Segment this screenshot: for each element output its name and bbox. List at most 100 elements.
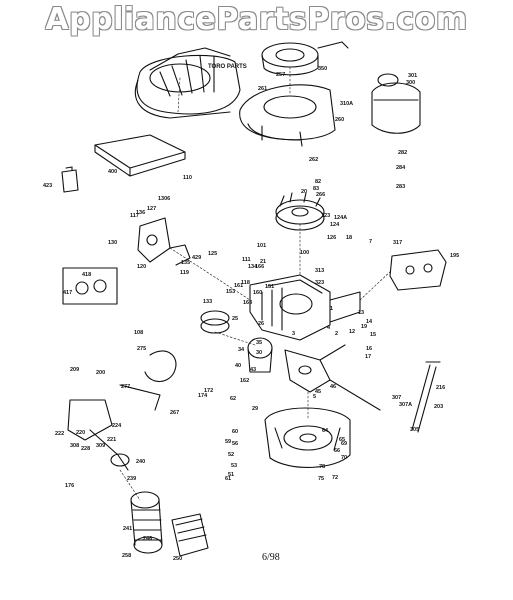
- part-number-130: 130: [108, 240, 118, 246]
- part-number-1: 1: [330, 306, 334, 312]
- part-number-53: 53: [231, 463, 238, 469]
- part-number-222: 222: [55, 431, 65, 437]
- part-number-282: 282: [398, 150, 408, 156]
- part-number-40: 40: [235, 363, 242, 369]
- part-number-19: 19: [361, 324, 368, 330]
- part-number-2: 2: [335, 331, 339, 337]
- fuel-line-assembly: [67, 350, 177, 471]
- recoil-starter: [261, 41, 349, 76]
- part-number-43: 43: [250, 367, 257, 373]
- part-number-262: 262: [309, 157, 319, 163]
- part-number-417: 417: [63, 290, 73, 296]
- part-number-228: 228: [81, 446, 91, 452]
- part-number-82: 82: [315, 179, 322, 185]
- part-number-78: 78: [319, 464, 326, 470]
- gasket-kit: [62, 267, 118, 305]
- part-number-216: 216: [436, 385, 446, 391]
- part-number-64: 64: [322, 428, 329, 434]
- part-number-4: 4: [327, 325, 331, 331]
- part-number-241: 241: [123, 526, 133, 532]
- part-number-166: 166: [255, 264, 265, 270]
- dipstick-tube: [411, 361, 441, 433]
- part-number-163: 163: [243, 300, 253, 306]
- oil-bottle: [61, 166, 79, 193]
- part-number-101: 101: [257, 243, 267, 249]
- part-number-195: 195: [450, 253, 460, 259]
- note-toro-parts: TORO PARTS: [208, 64, 247, 70]
- part-number-14: 14: [366, 319, 373, 325]
- part-number-46: 46: [330, 384, 337, 390]
- air-filter-cover: [94, 134, 186, 177]
- part-number-126: 126: [327, 235, 337, 241]
- part-number-83: 83: [313, 186, 320, 192]
- part-number-209: 209: [70, 367, 80, 373]
- part-number-7: 7: [369, 239, 373, 245]
- engine-shroud: [239, 84, 336, 147]
- part-number-418: 418: [82, 272, 92, 278]
- part-number-45: 45: [315, 389, 322, 395]
- part-number-1306: 1306: [158, 196, 171, 202]
- part-number-284: 284: [396, 165, 406, 171]
- part-number-18: 18: [346, 235, 353, 241]
- part-number-56: 56: [232, 441, 239, 447]
- part-number-301: 301: [408, 73, 418, 79]
- part-number-429: 429: [192, 255, 202, 261]
- part-number-12: 12: [349, 329, 356, 335]
- part-number-59: 59: [225, 439, 232, 445]
- part-number-52: 52: [228, 452, 235, 458]
- leader-lines: [119, 66, 393, 501]
- part-number-220: 220: [76, 430, 86, 436]
- part-number-134: 134: [248, 264, 258, 270]
- part-number-20: 20: [301, 189, 308, 195]
- part-number-300: 300: [406, 80, 416, 86]
- piston-parts: [200, 310, 273, 373]
- watermark: AppliancePartsPros.com: [45, 2, 468, 37]
- part-number-136: 136: [136, 210, 146, 216]
- part-number-257: 257: [276, 72, 286, 78]
- part-number-250: 250: [173, 556, 183, 562]
- fuel-tank: [371, 73, 421, 134]
- part-number-277: 277: [121, 384, 131, 390]
- part-number-111: 111: [242, 257, 251, 263]
- air-cleaner: [130, 491, 209, 557]
- blower-shroud: [134, 47, 241, 119]
- part-number-75: 75: [318, 476, 325, 482]
- part-number-200: 200: [96, 370, 106, 376]
- part-number-305: 305: [410, 427, 420, 433]
- part-number-124: 124: [330, 222, 340, 228]
- part-number-30: 30: [256, 350, 263, 356]
- part-number-176: 176: [65, 483, 75, 489]
- part-number-203: 203: [434, 404, 444, 410]
- part-number-240: 240: [136, 459, 146, 465]
- part-number-51: 51: [228, 472, 235, 478]
- part-number-65: 65: [339, 437, 346, 443]
- part-number-309: 309: [96, 443, 106, 449]
- carburetor: [137, 217, 191, 266]
- crankshaft: [284, 344, 381, 411]
- part-number-317: 317: [393, 240, 403, 246]
- part-number-60: 60: [232, 429, 239, 435]
- part-number-120: 120: [137, 264, 147, 270]
- part-number-16: 16: [366, 346, 373, 352]
- part-number-108: 108: [134, 330, 144, 336]
- part-number-261: 261: [258, 86, 268, 92]
- part-number-266: 266: [316, 192, 326, 198]
- part-number-3: 3: [292, 331, 296, 337]
- part-number-224: 224: [112, 423, 122, 429]
- part-number-174: 174: [198, 393, 208, 399]
- part-number-307: 307: [392, 395, 402, 401]
- muffler: [389, 249, 447, 291]
- part-number-17: 17: [365, 354, 372, 360]
- part-number-313: 313: [315, 268, 325, 274]
- part-number-118: 118: [241, 280, 250, 286]
- part-number-172: 172: [204, 388, 214, 394]
- crankcase-cover: [264, 407, 351, 468]
- part-number-125: 125: [208, 251, 218, 257]
- cylinder-block: [249, 274, 361, 341]
- part-number-123: 123: [321, 213, 331, 219]
- part-number-308: 308: [70, 443, 80, 449]
- part-number-66: 66: [334, 448, 341, 454]
- part-number-110: 110: [183, 175, 192, 181]
